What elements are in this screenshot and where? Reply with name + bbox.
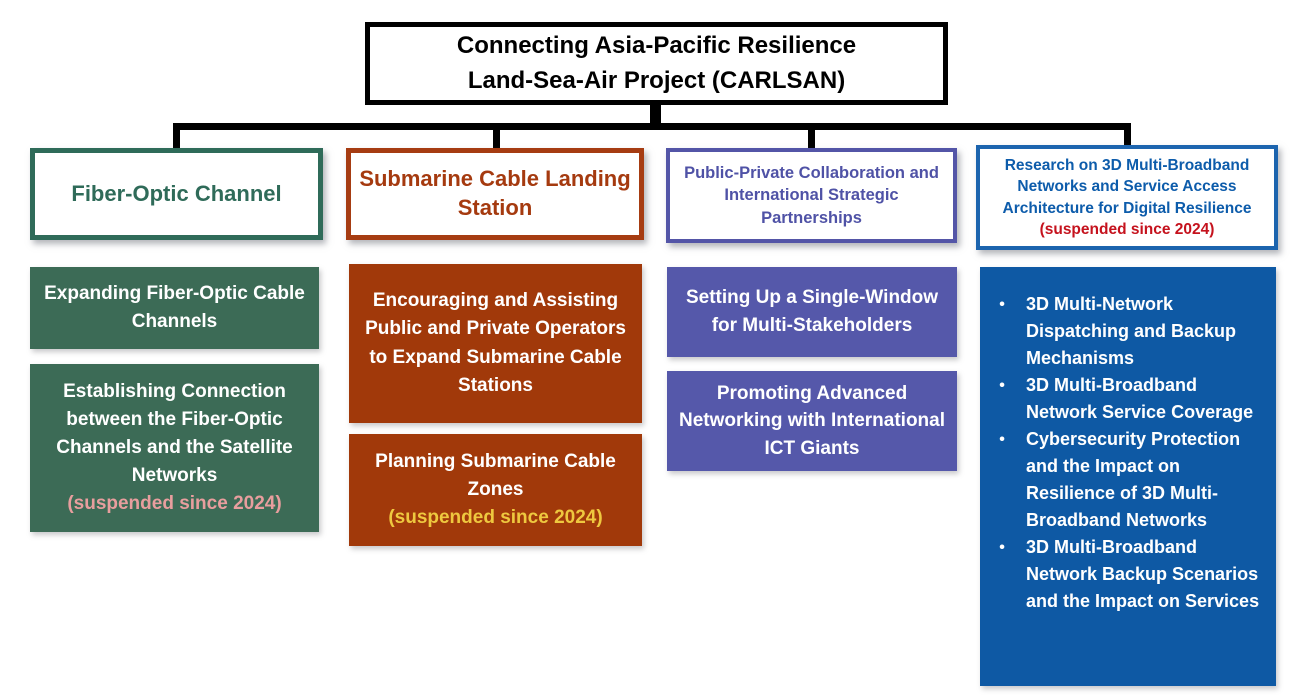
item-establishing-connection-satellite: Establishing Connection between the Fibe… — [30, 364, 319, 532]
bullet-icon: • — [999, 296, 1005, 313]
connector-title-stub — [650, 103, 661, 125]
header-fiber-optic-channel-label: Fiber-Optic Channel — [71, 180, 282, 206]
connector-stub-research — [1124, 123, 1131, 150]
connector-stub-submarine — [493, 123, 500, 150]
list-item: • 3D Multi-Network Dispatching and Backu… — [994, 291, 1266, 372]
bullet-icon: • — [999, 539, 1005, 556]
item-promoting-advanced-networking: Promoting Advanced Networking with Inter… — [667, 371, 957, 471]
item-text: Planning Submarine Cable Zones — [375, 450, 616, 500]
chart-title-box: Connecting Asia-Pacific Resilience Land-… — [365, 22, 948, 105]
bullet-text: 3D Multi-Broadband Network Backup Scenar… — [1026, 537, 1260, 611]
header-submarine-cable-landing-station-label: Submarine Cable Landing Station — [359, 166, 631, 220]
item-text: Expanding Fiber-Optic Cable Channels — [44, 282, 305, 332]
connector-stub-fiber — [173, 123, 180, 150]
item-encouraging-assisting-operators: Encouraging and Assisting Public and Pri… — [349, 264, 642, 423]
list-item: • Cybersecurity Protection and the Impac… — [994, 426, 1266, 534]
header-public-private-collaboration: Public-Private Collaboration and Interna… — [666, 148, 957, 243]
chart-title-line2: Land-Sea-Air Project (CARLSAN) — [467, 66, 846, 94]
research-bullet-list: • 3D Multi-Network Dispatching and Backu… — [994, 291, 1266, 615]
item-suspended-note: (suspended since 2024) — [67, 493, 282, 515]
chart-title-line1: Connecting Asia-Pacific Resilience — [456, 31, 857, 59]
header-research-3d-multi-broadband: Research on 3D Multi-Broadband Networks … — [976, 145, 1278, 250]
research-bullet-list-box: • 3D Multi-Network Dispatching and Backu… — [980, 267, 1276, 686]
connector-horizontal-line — [173, 123, 1131, 130]
header-public-private-collaboration-label: Public-Private Collaboration and Interna… — [684, 164, 939, 227]
bullet-icon: • — [999, 377, 1005, 394]
item-expanding-fiber-optic-cable-channels: Expanding Fiber-Optic Cable Channels — [30, 267, 319, 349]
item-text: Promoting Advanced Networking with Inter… — [679, 382, 946, 459]
item-suspended-note: (suspended since 2024) — [388, 507, 603, 529]
item-text: Encouraging and Assisting Public and Pri… — [365, 290, 626, 396]
item-text: Setting Up a Single-Window for Multi-Sta… — [685, 287, 939, 336]
item-text: Establishing Connection between the Fibe… — [56, 380, 293, 487]
header-submarine-cable-landing-station: Submarine Cable Landing Station — [346, 148, 644, 240]
connector-stub-partnerships — [808, 123, 815, 150]
bullet-text: 3D Multi-Network Dispatching and Backup … — [1026, 294, 1237, 368]
item-single-window-multi-stakeholders: Setting Up a Single-Window for Multi-Sta… — [667, 267, 957, 357]
item-planning-submarine-cable-zones: Planning Submarine Cable Zones (suspende… — [349, 434, 642, 546]
bullet-icon: • — [999, 431, 1005, 448]
header-research-3d-multi-broadband-label: Research on 3D Multi-Broadband Networks … — [1002, 157, 1252, 217]
header-fiber-optic-channel: Fiber-Optic Channel — [30, 148, 323, 240]
list-item: • 3D Multi-Broadband Network Service Cov… — [994, 372, 1266, 426]
bullet-text: Cybersecurity Protection and the Impact … — [1026, 429, 1241, 530]
bullet-text: 3D Multi-Broadband Network Service Cover… — [1026, 375, 1254, 422]
list-item: • 3D Multi-Broadband Network Backup Scen… — [994, 534, 1266, 615]
header-research-suspended-note: (suspended since 2024) — [1039, 220, 1215, 238]
